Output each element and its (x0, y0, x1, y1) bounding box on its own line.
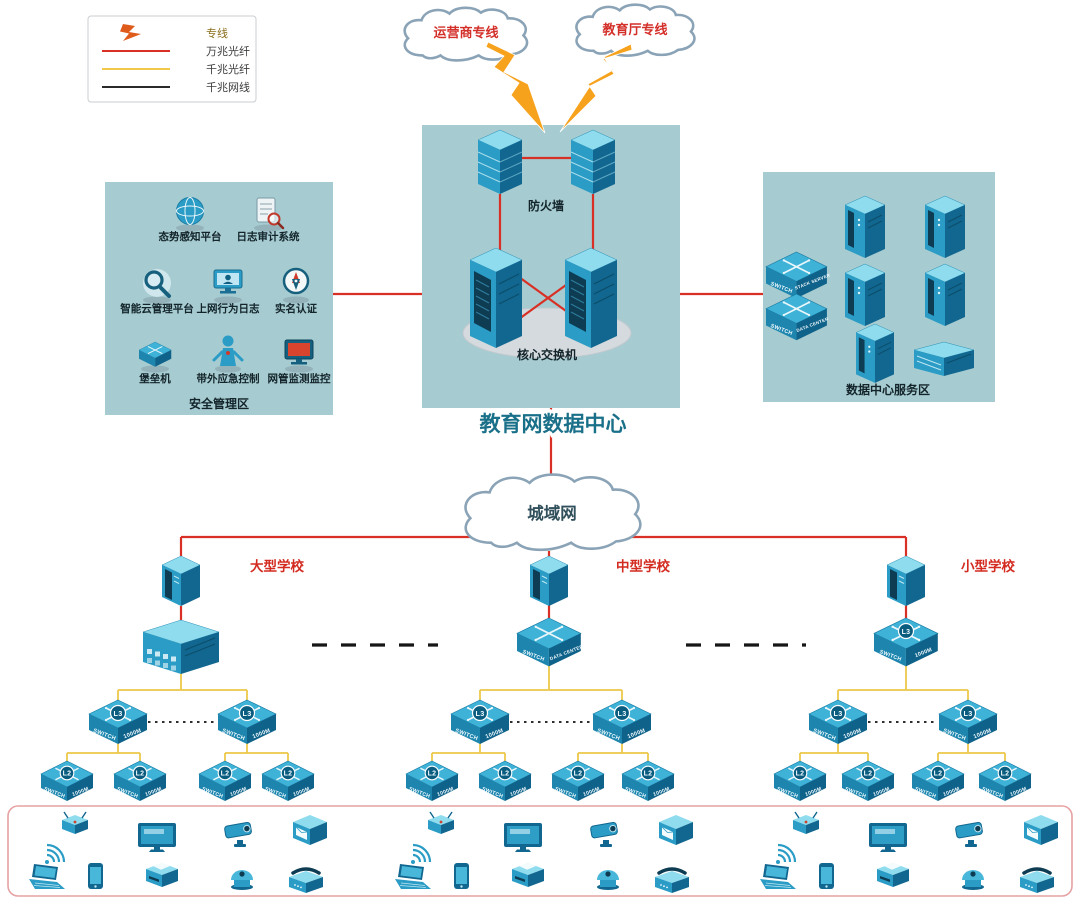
l2-badge-text: L2 (501, 771, 510, 778)
service-zone-title: 数据中心服务区 (846, 382, 930, 397)
l2-badge-text: L2 (63, 771, 72, 778)
school-large-name: 大型学校 (250, 558, 304, 574)
security-icon-situational-awareness (176, 197, 204, 232)
l2-badge-text: L2 (574, 771, 583, 778)
security-item-label-3: 上网行为日志 (197, 302, 260, 315)
l2-speed-text: 1000M (71, 786, 89, 798)
cloud-edu-label: 教育厅专线 (601, 22, 667, 37)
switch-badges (59, 622, 1013, 781)
school-large-core-chassis (142, 619, 220, 675)
cloud-isp-label: 运营商专线 (433, 25, 498, 40)
l2-speed-text: 1000M (652, 786, 670, 798)
security-item-label-1: 日志审计系统 (237, 230, 300, 243)
security-icon-emergency-control (212, 335, 244, 373)
legend-label-dedicated: 专线 (206, 26, 228, 40)
l2-speed-text: 1000M (1009, 786, 1027, 798)
security-item-label-6: 带外应急控制 (197, 372, 260, 385)
security-icon-bastion-host (138, 341, 172, 373)
terminal-dome-2 (597, 870, 619, 890)
l2-speed-text: 1000M (436, 786, 454, 798)
cloud-man-label: 城域网 (527, 503, 577, 523)
terminal-dome-3 (962, 870, 984, 890)
school-small-gateway (886, 555, 926, 607)
terminal-dome-1 (231, 870, 253, 890)
school-medium-name: 中型学校 (616, 558, 670, 574)
l2-speed-text: 1000M (509, 786, 527, 798)
legend-label-1g-copper: 千兆网线 (206, 80, 250, 94)
datacenter-title: 教育网数据中心 (480, 412, 627, 436)
firewall-1 (477, 129, 523, 195)
l3-badge-text: L3 (834, 709, 843, 718)
school-medium-gateway (529, 555, 569, 607)
school-large-gateway (161, 555, 201, 607)
terminal-phone-2 (454, 863, 469, 889)
service-server-4 (924, 263, 966, 327)
l2-speed-text: 1000M (144, 786, 162, 798)
security-icon-network-monitor (284, 339, 314, 373)
security-icon-web-behavior (213, 269, 243, 304)
firewall-label: 防火墙 (528, 198, 564, 213)
legend-label-10g: 万兆光纤 (206, 44, 250, 58)
service-server-2 (924, 195, 966, 259)
school-medium-core-switch (516, 617, 582, 668)
l2-speed-text: 1000M (942, 786, 960, 798)
l3-badge-text: L3 (964, 709, 973, 718)
l2-badge-text: L2 (934, 771, 943, 778)
core-switch-label: 核心交换机 (517, 347, 577, 362)
l3-badge-text: L3 (618, 709, 627, 718)
legend-box (87, 15, 257, 103)
zone-datacenter (422, 125, 680, 408)
l2-badge-text: L2 (284, 771, 293, 778)
service-server-5 (855, 323, 895, 384)
l2-badge-text: L2 (864, 771, 873, 778)
l2-badge-text: L2 (796, 771, 805, 778)
lightning-bolt-edu (559, 43, 633, 133)
core-switch-2 (564, 247, 618, 349)
legend-label-1g-fiber: 千兆光纤 (206, 62, 250, 76)
l3-badge-text: L3 (476, 709, 485, 718)
text-layer: 专线 万兆光纤 千兆光纤 千兆网线 运营商专线 教育厅专线 城域网 防火墙 核心… (43, 22, 1028, 800)
l2-speed-text: 1000M (872, 786, 890, 798)
lightning-bolt-isp (485, 41, 546, 134)
security-item-label-5: 堡垒机 (139, 372, 171, 385)
terminal-phone-3 (819, 863, 834, 889)
l2-badge-text: L2 (221, 771, 230, 778)
l2-speed-text: 1000M (229, 786, 247, 798)
l2-badge-text: L2 (136, 771, 145, 778)
security-item-label-7: 网管监测监控 (268, 372, 331, 385)
links-1g-fiber (66, 665, 1006, 764)
l3-badge-text: L3 (243, 709, 252, 718)
l2-badge-text: L2 (644, 771, 653, 778)
l2-speed-text: 1000M (292, 786, 310, 798)
small-core-l3-badge-text: L3 (902, 629, 911, 636)
firewall-2 (570, 129, 616, 195)
l2-speed-text: 1000M (582, 786, 600, 798)
l3-badge-text: L3 (114, 709, 123, 718)
security-icon-log-audit (254, 197, 285, 232)
service-server-1 (844, 195, 886, 259)
l2-badge-text: L2 (1001, 771, 1010, 778)
legend-lightning-icon (120, 24, 141, 41)
service-server-3 (844, 263, 886, 327)
security-icon-real-name-auth (282, 267, 310, 304)
terminal-phone-1 (88, 863, 103, 889)
security-icon-cloud-mgmt (143, 269, 171, 304)
security-zone-title: 安全管理区 (189, 396, 249, 411)
school-small-name: 小型学校 (961, 558, 1015, 574)
security-item-label-2: 智能云管理平台 (119, 302, 194, 315)
l2-badge-text: L2 (428, 771, 437, 778)
core-switch-1 (469, 247, 523, 349)
security-item-label-4: 实名认证 (275, 302, 317, 315)
l2-speed-text: 1000M (804, 786, 822, 798)
security-item-label-0: 态势感知平台 (159, 230, 222, 243)
